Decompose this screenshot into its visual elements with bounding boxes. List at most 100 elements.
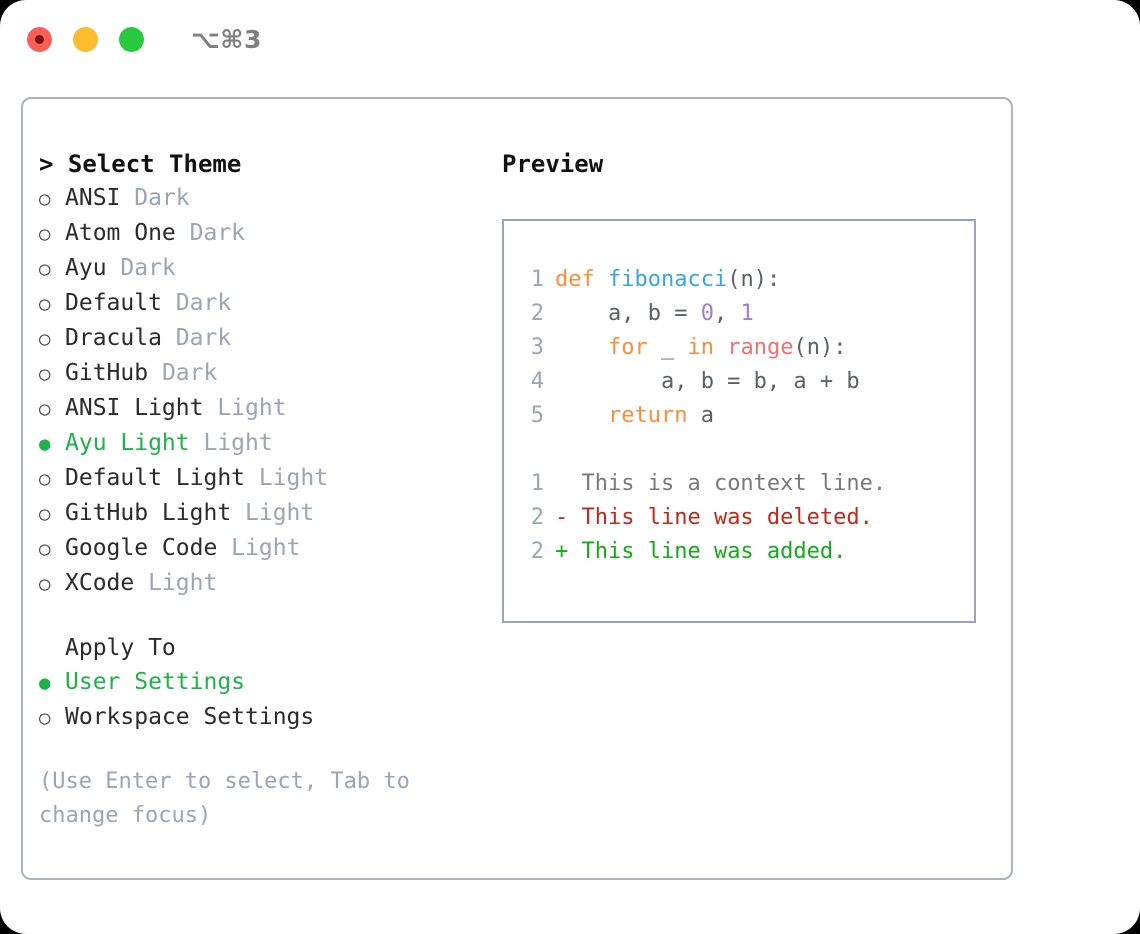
theme-option-xcode[interactable]: ○XCode Light: [39, 566, 469, 601]
theme-option-label: Default: [65, 290, 162, 316]
code-line-number: 1: [530, 267, 544, 292]
diff-sample: 1 This is a context line.2- This line wa…: [522, 467, 974, 569]
diff-text: This line was deleted.: [568, 505, 873, 530]
apply-to-option-workspace-settings[interactable]: ○ Workspace Settings: [39, 700, 469, 735]
code-token: a, b = b, a + b: [555, 369, 860, 394]
code-line: 1 def fibonacci(n):: [522, 263, 974, 297]
theme-option-variant: Dark: [106, 255, 176, 281]
window-title: ⌥⌘3: [191, 24, 262, 54]
theme-option-ayu-light[interactable]: ● Ayu Light Light: [39, 426, 469, 461]
titlebar: ⌥⌘3: [0, 0, 1140, 78]
code-token: for: [555, 335, 661, 360]
close-button[interactable]: [27, 26, 52, 52]
theme-option-label: ANSI Light: [65, 395, 204, 421]
radio-selected-icon: ●: [39, 672, 51, 694]
theme-option-variant: Light: [189, 430, 273, 456]
diff-line: 1 This is a context line.: [522, 467, 974, 501]
theme-option-variant: Light: [134, 570, 218, 596]
code-diff-spacer: [522, 433, 974, 467]
code-line: 3 for _ in range(n):: [522, 331, 974, 365]
code-token: (n):: [727, 267, 781, 292]
diff-line-number: 1: [530, 471, 544, 496]
apply-to-option-user-settings[interactable]: ● User Settings: [39, 665, 469, 700]
code-token: in: [687, 335, 728, 360]
diff-line: 2 + This line was added.: [522, 535, 974, 569]
theme-option-label: ANSI: [65, 185, 121, 211]
apply-to-heading: Apply To: [65, 635, 176, 661]
code-line: 4 a, b = b, a + b: [522, 365, 974, 399]
radio-unselected-icon: ○: [39, 503, 51, 525]
radio-unselected-icon: ○: [39, 573, 51, 595]
radio-unselected-icon: ○: [39, 707, 51, 729]
theme-option-label: Google Code: [65, 535, 218, 561]
diff-sign: +: [555, 539, 569, 564]
code-line-number: 4: [530, 369, 544, 394]
code-token: def: [555, 267, 608, 292]
apply-to-option-list: ● User Settings ○ Workspace Settings: [39, 665, 469, 735]
theme-option-variant: Light: [231, 500, 315, 526]
code-token: return: [555, 403, 701, 428]
code-token: 1: [740, 301, 754, 326]
radio-unselected-icon: ○: [39, 258, 51, 280]
theme-option-variant: Dark: [175, 220, 246, 246]
theme-option-label: GitHub Light: [65, 500, 232, 526]
theme-option-default[interactable]: ○Default Dark: [39, 286, 469, 321]
code-line-number: 2: [530, 301, 544, 326]
apply-to-option-label: User Settings: [65, 669, 246, 695]
theme-selector-panel: > Select Theme ○ANSI Dark○Atom One Dark○…: [39, 147, 469, 833]
theme-option-atom-one[interactable]: ○ Atom One Dark: [39, 216, 469, 251]
theme-option-variant: Dark: [148, 360, 218, 386]
diff-sign: [555, 471, 568, 496]
theme-option-github[interactable]: ○ GitHub Dark: [39, 356, 469, 391]
theme-option-ansi[interactable]: ○ANSI Dark: [39, 181, 469, 216]
preview-title: Preview: [502, 150, 604, 178]
code-line: 5 return a: [522, 399, 974, 433]
section-spacer: [39, 601, 469, 631]
radio-unselected-icon: ○: [39, 363, 51, 385]
theme-option-variant: Light: [245, 465, 329, 491]
theme-option-label: Dracula: [65, 325, 162, 351]
code-token: ,: [713, 301, 741, 326]
radio-unselected-icon: ○: [39, 468, 51, 490]
code-line: 2 a, b = 0, 1: [522, 297, 974, 331]
minimize-button[interactable]: [73, 26, 98, 52]
diff-text: This is a context line.: [568, 471, 887, 496]
diff-line-number: 2: [530, 505, 544, 530]
theme-option-ayu[interactable]: ○ Ayu Dark: [39, 251, 469, 286]
code-line-number: 5: [530, 403, 544, 428]
radio-selected-icon: ●: [39, 433, 51, 455]
theme-option-variant: Light: [203, 395, 287, 421]
theme-option-label: Ayu Light: [65, 430, 190, 456]
code-token: fibonacci: [607, 267, 728, 292]
theme-option-list: ○ANSI Dark○Atom One Dark○Ayu Dark○Defaul…: [39, 181, 469, 601]
window-controls: [27, 26, 144, 52]
theme-option-variant: Dark: [161, 325, 232, 351]
apply-to-option-label: Workspace Settings: [65, 704, 315, 730]
code-token: a, b =: [555, 301, 701, 326]
keyboard-hint-text: (Use Enter to select, Tab to change focu…: [39, 769, 424, 828]
diff-line-number: 2: [530, 539, 544, 564]
maximize-button[interactable]: [119, 26, 144, 52]
theme-option-label: Ayu: [65, 255, 107, 281]
radio-unselected-icon: ○: [39, 293, 51, 315]
theme-option-label: Atom One: [65, 220, 176, 246]
theme-option-github-light[interactable]: ○ GitHub Light Light: [39, 496, 469, 531]
theme-option-dracula[interactable]: ○Dracula Dark: [39, 321, 469, 356]
theme-option-google-code[interactable]: ○ Google Code Light: [39, 531, 469, 566]
code-token: 0: [700, 301, 714, 326]
diff-text: This line was added.: [568, 539, 847, 564]
radio-unselected-icon: ○: [39, 538, 51, 560]
radio-unselected-icon: ○: [39, 398, 51, 420]
theme-option-default-light[interactable]: ○ Default Light Light: [39, 461, 469, 496]
theme-option-ansi-light[interactable]: ○ ANSI Light Light: [39, 391, 469, 426]
theme-panel-heading: > Select Theme: [39, 150, 242, 178]
theme-option-label: Default Light: [65, 465, 246, 491]
theme-option-variant: Light: [217, 535, 301, 561]
theme-option-label: GitHub: [65, 360, 149, 386]
diff-line: 2- This line was deleted.: [522, 501, 974, 535]
radio-unselected-icon: ○: [39, 223, 51, 245]
